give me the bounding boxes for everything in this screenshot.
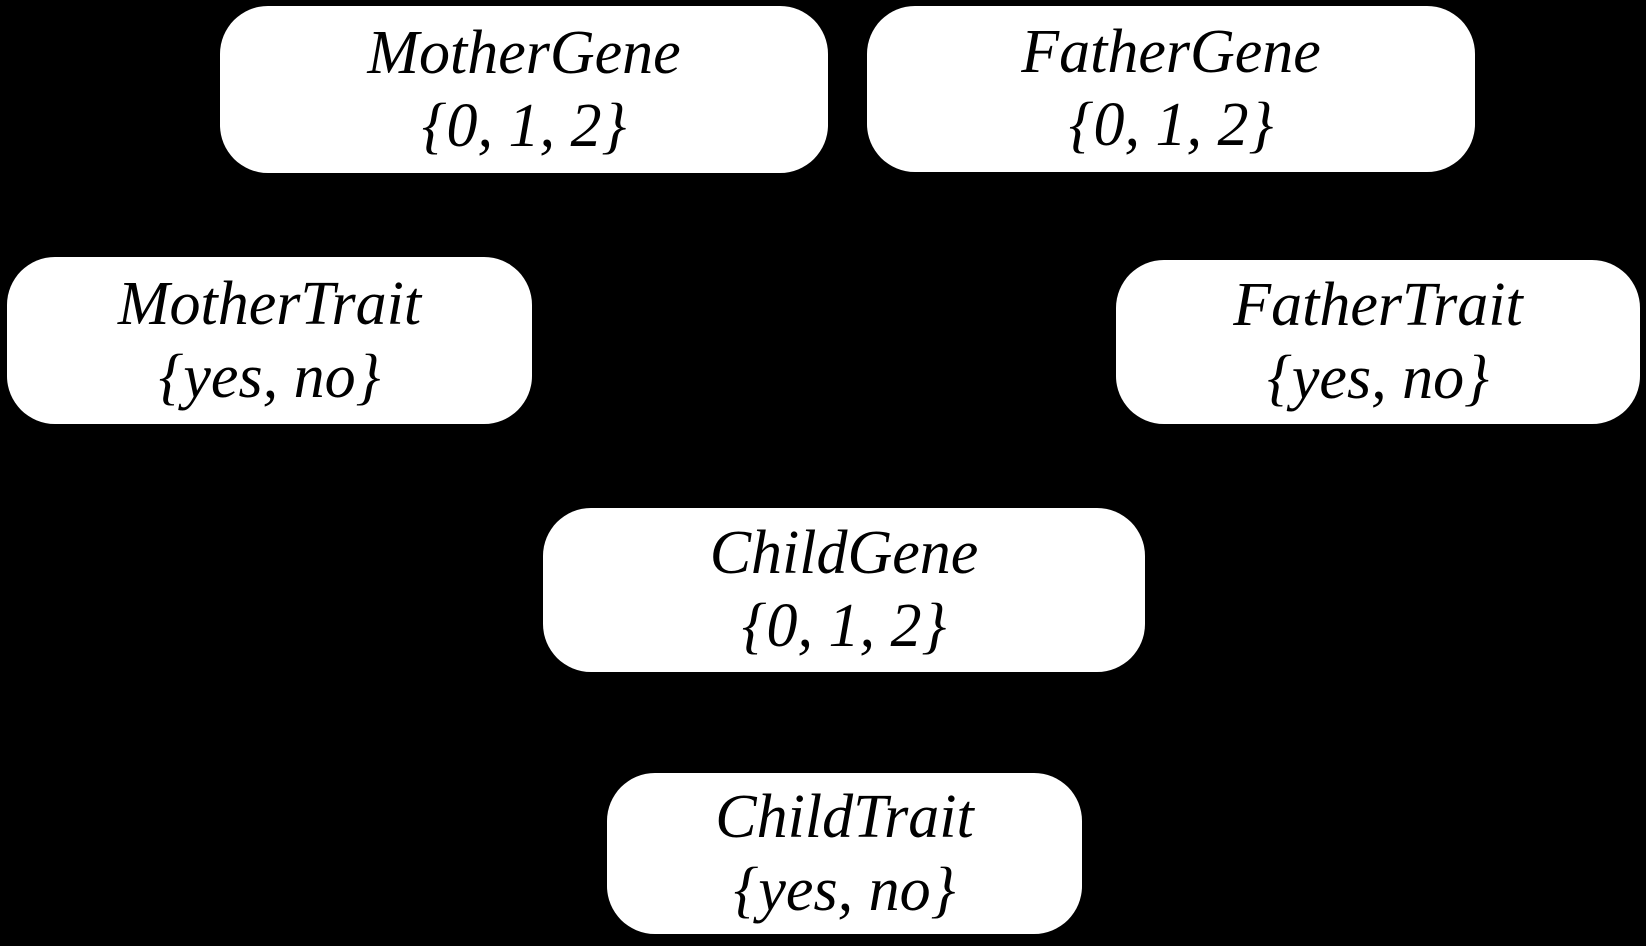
node-mother-gene-domain: {0, 1, 2} — [421, 91, 627, 160]
node-child-gene-label: ChildGene — [709, 519, 979, 587]
node-father-gene[interactable]: FatherGene {0, 1, 2} — [867, 6, 1475, 172]
node-mother-trait[interactable]: MotherTrait {yes, no} — [7, 257, 532, 424]
node-child-gene[interactable]: ChildGene {0, 1, 2} — [543, 508, 1145, 672]
node-child-gene-domain: {0, 1, 2} — [741, 592, 947, 660]
node-mother-gene-label: MotherGene — [367, 18, 681, 87]
node-mother-trait-domain: {yes, no} — [158, 342, 381, 411]
node-father-trait-label: FatherTrait — [1233, 271, 1523, 339]
node-father-gene-label: FatherGene — [1021, 18, 1321, 86]
node-father-gene-domain: {0, 1, 2} — [1068, 91, 1274, 159]
node-mother-trait-label: MotherTrait — [117, 269, 422, 338]
node-mother-gene[interactable]: MotherGene {0, 1, 2} — [220, 6, 828, 173]
node-child-trait[interactable]: ChildTrait {yes, no} — [607, 773, 1082, 934]
node-father-trait[interactable]: FatherTrait {yes, no} — [1116, 260, 1640, 424]
node-child-trait-label: ChildTrait — [715, 782, 974, 851]
node-father-trait-domain: {yes, no} — [1267, 344, 1489, 412]
node-child-trait-domain: {yes, no} — [733, 855, 956, 924]
